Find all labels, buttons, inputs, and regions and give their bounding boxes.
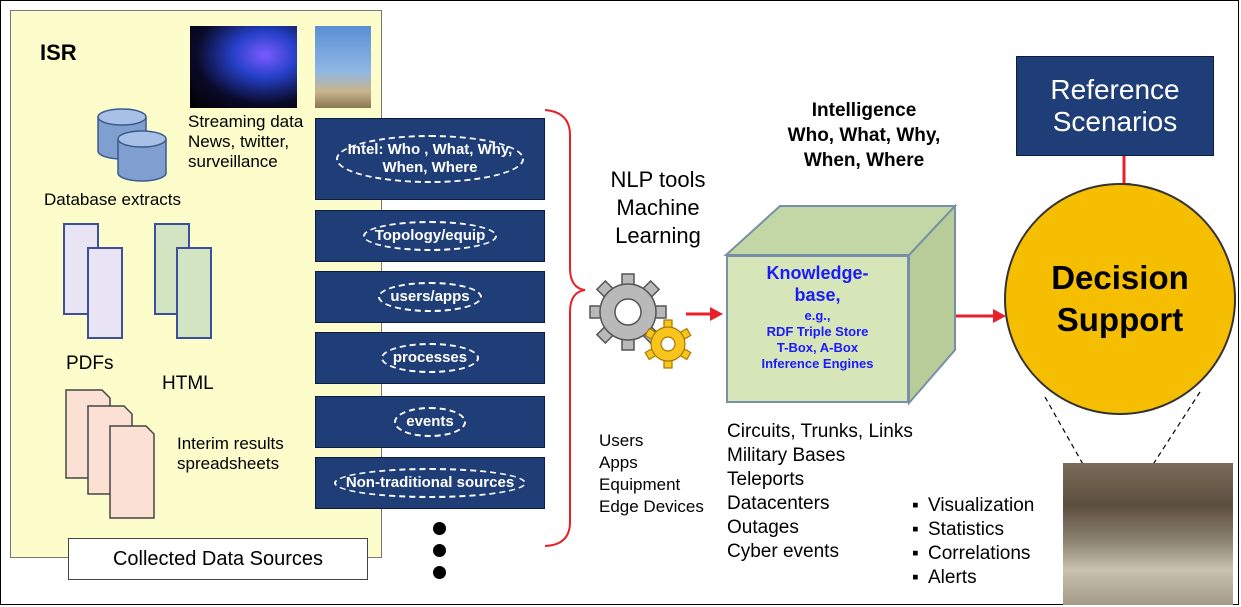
entity-item: Datacenters <box>727 493 830 514</box>
output-item: Alerts <box>912 566 1034 590</box>
category-line: When, Where <box>382 159 478 176</box>
html-document-icon <box>154 223 212 339</box>
pdfs-label: PDFs <box>66 353 114 374</box>
ellipsis-dot <box>433 522 446 535</box>
html-label: HTML <box>162 373 214 394</box>
fiber-optic-image <box>190 26 297 108</box>
intelligence-line: Intelligence <box>811 100 917 121</box>
entity-item: Circuits, Trunks, Links <box>727 421 913 442</box>
database-icon <box>97 108 167 182</box>
kb-title-line: base, <box>794 285 841 305</box>
satellite-dish-image <box>315 26 371 108</box>
nlp-line: Learning <box>615 223 701 248</box>
knowledge-base-front <box>726 255 909 403</box>
interim-line: spreadsheets <box>177 454 280 473</box>
category-label-non-traditional: Non-traditional sources <box>333 468 527 498</box>
streaming-data-label: Streaming data News, twitter, surveillan… <box>188 112 303 172</box>
category-box-events: events <box>315 396 545 448</box>
knowledge-base-cube <box>723 203 958 406</box>
ellipsis-dot <box>433 566 446 579</box>
reference-line: Reference <box>1050 74 1180 105</box>
category-box-topology: Topology/equip <box>315 210 545 262</box>
output-item: Visualization <box>912 494 1034 518</box>
kb-detail-line: Inference Engines <box>761 356 874 371</box>
inputs-list: Users Apps Equipment Edge Devices <box>599 430 704 518</box>
nlp-line: NLP tools <box>610 167 706 192</box>
intelligence-line: When, Where <box>803 150 925 171</box>
database-extracts-label: Database extracts <box>44 190 182 209</box>
entity-item: Teleports <box>727 469 805 490</box>
pdf-document-icon <box>63 223 123 339</box>
decision-line: Decision <box>1051 259 1189 296</box>
collected-data-sources-label: Collected Data Sources <box>68 538 368 580</box>
decision-support-circle: Decision Support <box>1004 183 1236 415</box>
category-box-users-apps: users/apps <box>315 271 545 323</box>
category-label-processes: processes <box>380 343 480 373</box>
category-label-intel: Intel: Who , What, Why, When, Where <box>335 135 525 183</box>
kb-detail-line: e.g., <box>804 308 831 323</box>
nlp-tools-label: NLP tools Machine Learning <box>591 166 725 250</box>
input-item: Equipment <box>599 475 681 494</box>
entity-item: Cyber events <box>727 541 839 562</box>
kb-detail-line: RDF Triple Store <box>766 324 869 339</box>
intelligence-line: Who, What, Why, <box>787 125 941 146</box>
input-item: Users <box>599 431 644 450</box>
category-box-processes: processes <box>315 332 545 384</box>
category-label-topology: Topology/equip <box>362 221 498 251</box>
entities-list: Circuits, Trunks, Links Military Bases T… <box>727 420 913 564</box>
operations-center-photo <box>1063 463 1233 605</box>
spreadsheet-document-icon <box>65 389 155 519</box>
category-label-events: events <box>394 407 466 437</box>
input-item: Edge Devices <box>599 497 704 516</box>
outputs-list: Visualization Statistics Correlations Al… <box>912 494 1034 590</box>
streaming-line: News, twitter, <box>188 132 290 151</box>
decision-line: Support <box>1056 301 1184 338</box>
output-item: Correlations <box>912 542 1034 566</box>
reference-line: Scenarios <box>1052 106 1178 137</box>
nlp-line: Machine <box>616 195 700 220</box>
intelligence-heading: Intelligence Who, What, Why, When, Where <box>764 98 964 173</box>
interim-line: Interim results <box>177 434 284 453</box>
ellipsis-dot <box>433 544 446 557</box>
isr-title: ISR <box>40 40 77 65</box>
output-item: Statistics <box>912 518 1034 542</box>
kb-detail-line: T-Box, A-Box <box>776 340 859 355</box>
streaming-line: Streaming data <box>188 112 304 131</box>
kb-title-line: Knowledge- <box>766 263 869 283</box>
category-label-users-apps: users/apps <box>378 282 482 312</box>
reference-scenarios-box: Reference Scenarios <box>1016 56 1214 156</box>
category-box-non-traditional: Non-traditional sources <box>315 457 545 509</box>
interim-results-label: Interim results spreadsheets <box>177 434 284 474</box>
gears-icon <box>589 273 692 369</box>
input-item: Apps <box>599 453 638 472</box>
knowledge-base-text: Knowledge- base, e.g., RDF Triple Store … <box>726 262 909 372</box>
entity-item: Outages <box>727 517 799 538</box>
streaming-line: surveillance <box>188 152 278 171</box>
category-box-intel: Intel: Who , What, Why, When, Where <box>315 118 545 200</box>
category-line: Intel: Who , What, Why, <box>347 141 513 158</box>
entity-item: Military Bases <box>727 445 846 466</box>
